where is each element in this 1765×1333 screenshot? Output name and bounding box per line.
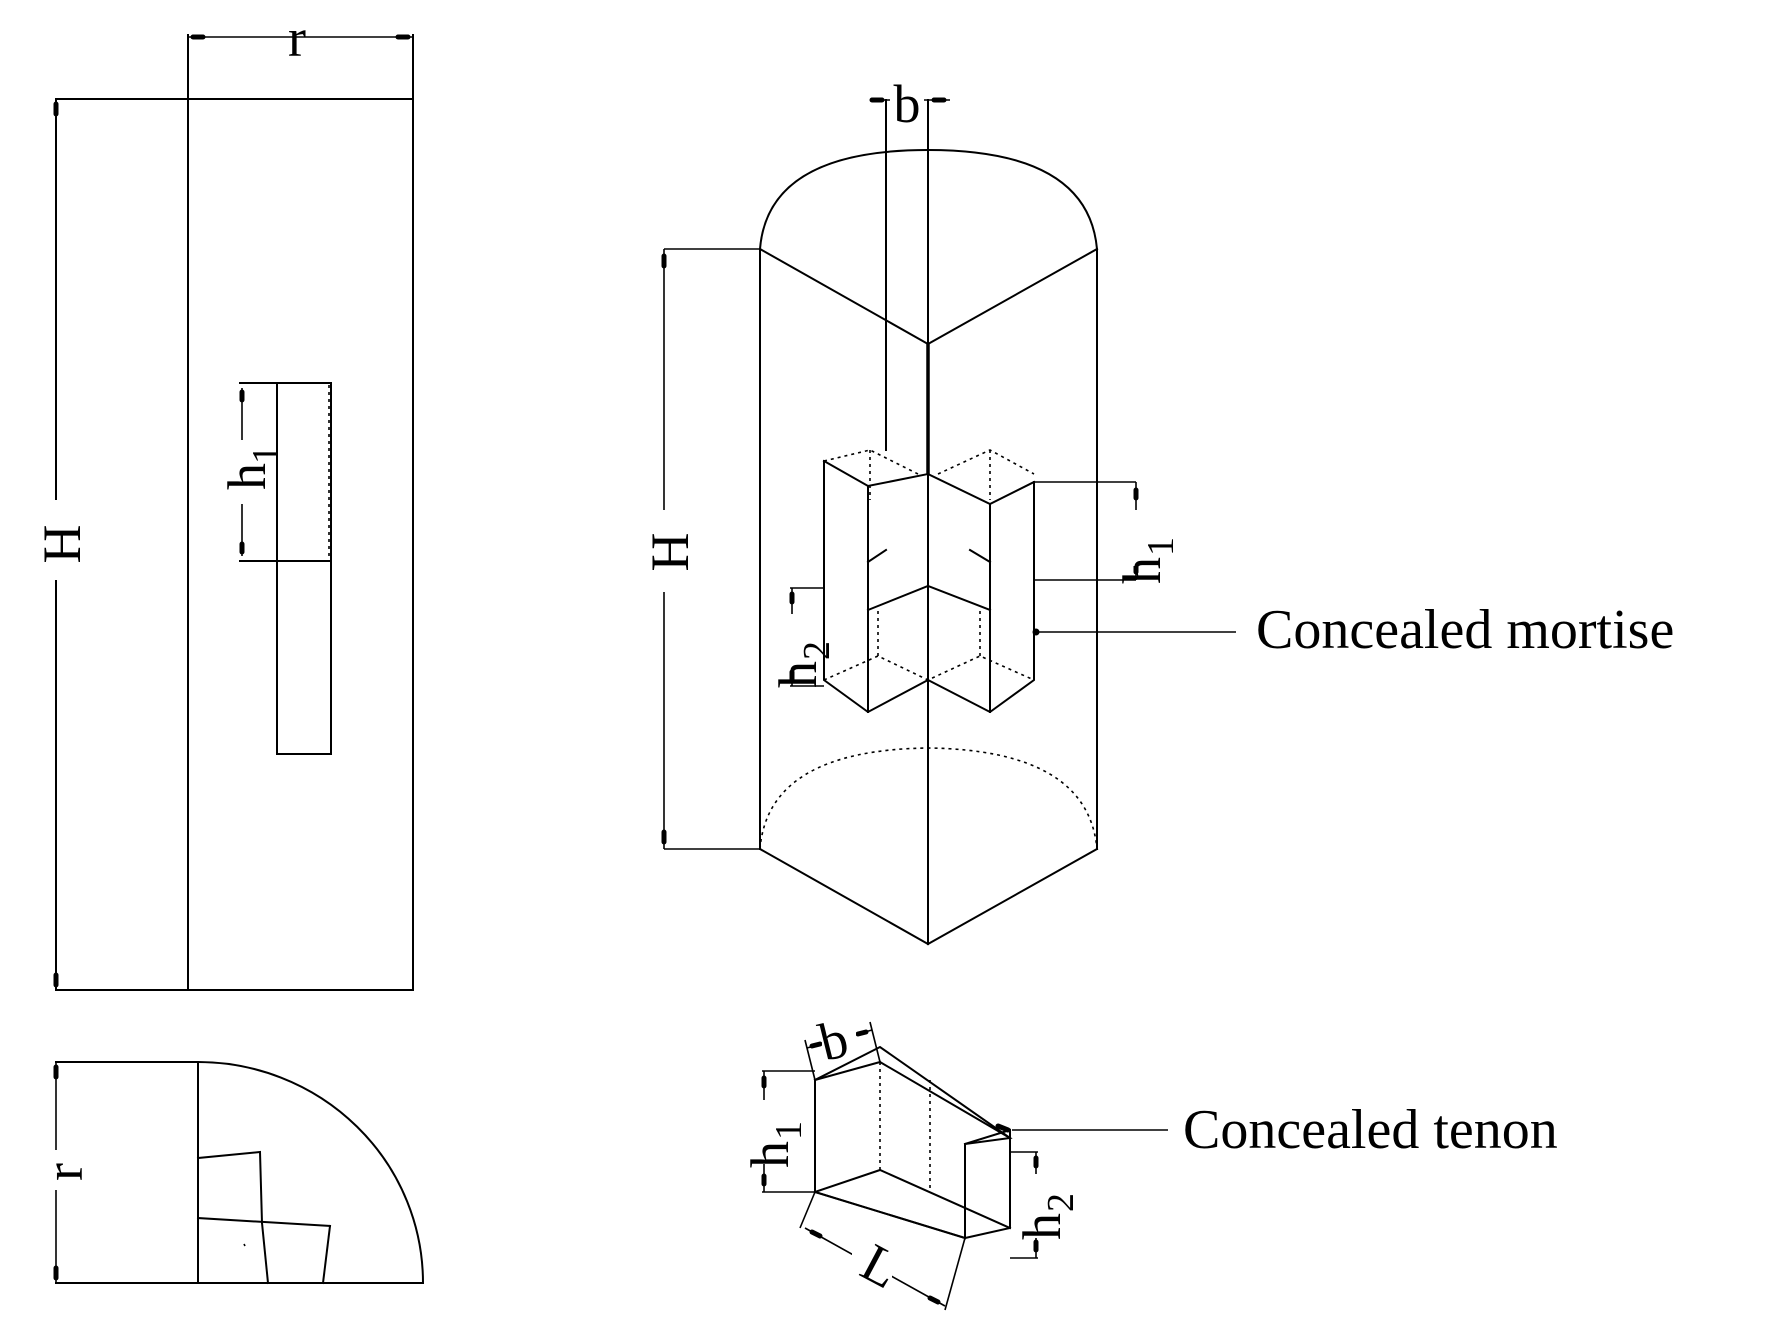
- tenon-callout: Concealed tenon: [1183, 1099, 1558, 1161]
- lower-slot: [276, 560, 332, 755]
- isometric-column: b H: [640, 74, 1674, 946]
- h2-label-iso: h 2: [768, 641, 838, 688]
- svg-text:h: h: [1012, 1213, 1072, 1240]
- svg-text:h: h: [768, 661, 828, 688]
- b-label-top: b: [894, 74, 921, 134]
- front-view-outline: [55, 98, 414, 991]
- front-view: r H h 1: [32, 8, 414, 991]
- upper-mortise-section: [196, 1150, 264, 1225]
- tenon: b h 1 h 2 L Concealed tenon: [740, 1008, 1558, 1311]
- h1-label-tenon: h 1: [740, 1121, 810, 1168]
- h2-label-tenon: h 2: [1012, 1193, 1082, 1240]
- plan-view: r: [34, 1060, 425, 1285]
- svg-text:1: 1: [768, 1121, 810, 1140]
- svg-text:h: h: [740, 1141, 800, 1168]
- h1-label-iso: h 1: [1112, 537, 1182, 584]
- r-label-plan: r: [34, 1163, 94, 1181]
- svg-text:h: h: [217, 463, 277, 490]
- svg-text:1: 1: [1140, 537, 1182, 556]
- mortise-block: h 2 h 1 Concealed mortise: [768, 449, 1674, 714]
- svg-text:2: 2: [796, 641, 838, 660]
- h1-label-front: h 1: [217, 445, 287, 490]
- svg-text:1: 1: [245, 445, 287, 464]
- H-label-front: H: [32, 525, 92, 564]
- quarter-arc: [196, 1060, 425, 1285]
- svg-text:h: h: [1112, 557, 1172, 584]
- r-label-top: r: [288, 8, 306, 68]
- svg-text:2: 2: [1040, 1193, 1082, 1212]
- mortise-callout: Concealed mortise: [1256, 599, 1674, 661]
- H-label-iso: H: [640, 533, 700, 572]
- upper-slot: [276, 382, 332, 562]
